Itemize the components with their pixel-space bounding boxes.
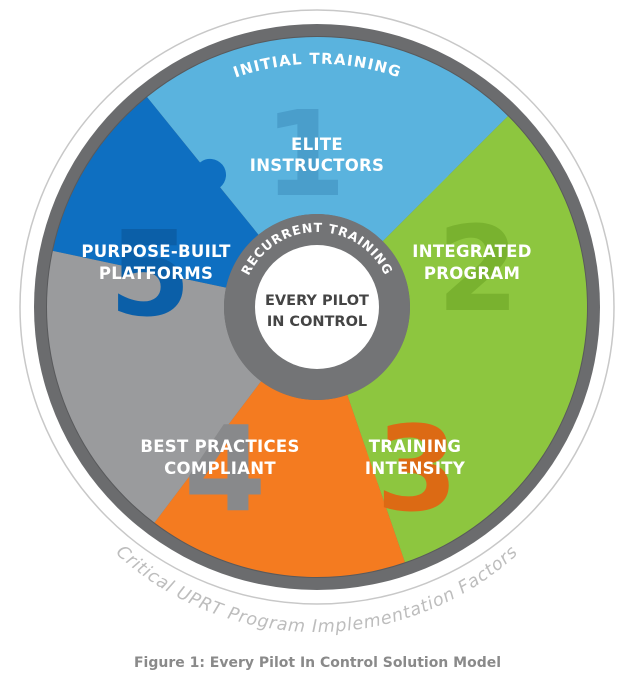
center-circle bbox=[255, 245, 379, 369]
segment-1-shape bbox=[147, 37, 508, 242]
segment-2-label-line1: INTEGRATED bbox=[412, 242, 531, 261]
segment-2-label-line2: PROGRAM bbox=[424, 264, 520, 283]
center-label-line2: IN CONTROL bbox=[267, 314, 367, 330]
segment-4-label-line2: COMPLIANT bbox=[164, 459, 276, 478]
center-label-line1: EVERY PILOT bbox=[265, 293, 369, 309]
segment-2-number: 2 bbox=[437, 200, 519, 338]
figure-caption: Figure 1: Every Pilot In Control Solutio… bbox=[133, 655, 502, 671]
segment-4-number: 4 bbox=[184, 400, 266, 538]
segment-5-label-line1: PURPOSE-BUILT bbox=[81, 242, 231, 261]
segment-1-number: 1 bbox=[264, 85, 346, 223]
segment-4-shape bbox=[46, 250, 262, 523]
segment-labels: ELITE INSTRUCTORS INTEGRATED PROGRAM TRA… bbox=[81, 135, 531, 478]
segment-3-label-line2: INTENSITY bbox=[365, 459, 466, 478]
solution-model-diagram: 1 2 3 4 5 ELITE INSTRUCTORS INTEGRATED P… bbox=[19, 9, 615, 637]
segment-5-label-line2: PLATFORMS bbox=[99, 264, 213, 283]
thin-outer-ring bbox=[19, 9, 615, 605]
segment-5-number: 5 bbox=[109, 205, 191, 343]
segment-numbers: 1 2 3 4 5 bbox=[109, 85, 519, 538]
segment-5-shape bbox=[52, 97, 259, 288]
segment-2-shape bbox=[347, 116, 588, 563]
segments-group bbox=[46, 37, 588, 577]
segment-4-label-line1: BEST PRACTICES bbox=[140, 437, 299, 456]
segment-1-label-line1: ELITE bbox=[291, 135, 343, 154]
segment-1-label-line2: INSTRUCTORS bbox=[250, 156, 384, 175]
segment-3-number: 3 bbox=[376, 400, 458, 538]
segment-3-label-line1: TRAINING bbox=[369, 437, 462, 456]
